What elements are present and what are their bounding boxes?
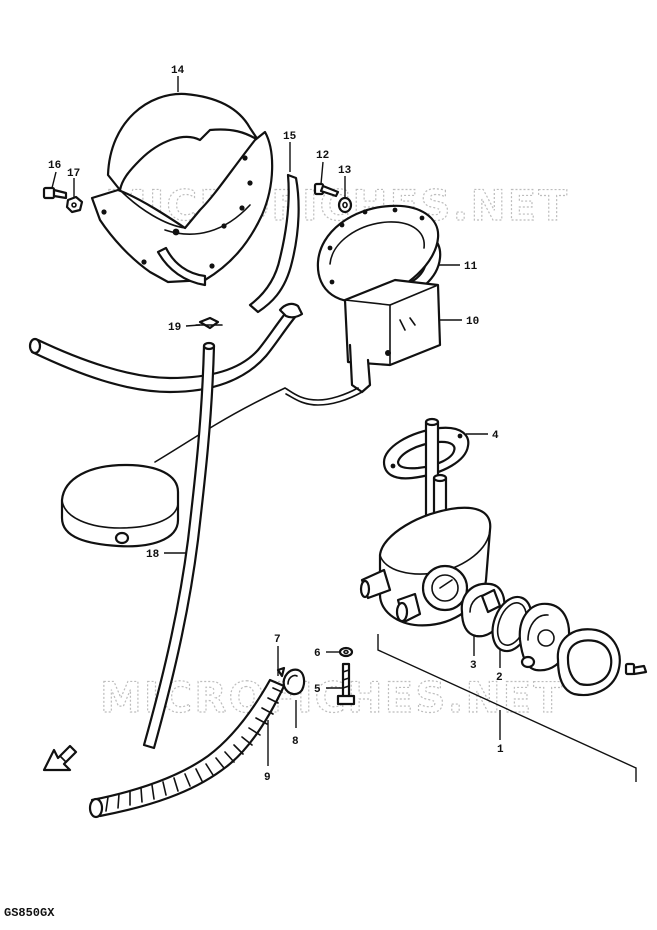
callout-17: 17	[67, 168, 80, 180]
sender-float	[60, 463, 180, 548]
callout-1: 1	[497, 744, 504, 756]
bolt-part-16	[42, 186, 68, 200]
clamp-part-19	[195, 316, 223, 330]
gauge-wire	[154, 387, 363, 463]
callout-16: 16	[48, 160, 61, 172]
rubber-cushion	[156, 173, 300, 314]
hose-clip-part-8	[276, 666, 306, 696]
outer-gasket	[556, 628, 621, 697]
long-tube-part-18	[142, 341, 216, 750]
heat-shield-strap	[90, 92, 274, 284]
callout-numbers: 14 15 12 13 16 17 11 10 19 4 18 3 2 6 5 …	[48, 65, 504, 784]
fuel-cock-body	[359, 506, 492, 627]
corrugated-hose-part-9	[88, 678, 286, 819]
callout-2: 2	[496, 672, 503, 684]
washer-part-6	[338, 646, 354, 658]
callout-7: 7	[274, 634, 281, 646]
leader-lines	[51, 76, 501, 766]
callout-12: 12	[316, 150, 329, 162]
callout-6: 6	[314, 648, 321, 660]
cover-screw	[624, 662, 648, 676]
nut-part-17	[65, 195, 84, 214]
washer-part-13	[337, 196, 353, 214]
callout-8: 8	[292, 736, 299, 748]
callout-10: 10	[466, 316, 479, 328]
fuel-gauge-unit	[316, 204, 442, 394]
callout-4: 4	[492, 430, 499, 442]
screw-part-12	[313, 182, 340, 198]
watermark-bottom: MICROFICHES.NET	[100, 673, 564, 722]
callout-5: 5	[314, 684, 321, 696]
callout-3: 3	[470, 660, 477, 672]
callout-11: 11	[464, 261, 478, 273]
callout-15: 15	[283, 131, 297, 143]
callout-18: 18	[146, 549, 160, 561]
callout-9: 9	[264, 772, 271, 784]
screw-part-5	[336, 662, 356, 706]
callout-19: 19	[168, 322, 181, 334]
callout-13: 13	[338, 165, 352, 177]
vent-hose	[28, 302, 304, 394]
model-label: GS850GX	[4, 906, 55, 920]
callout-14: 14	[171, 65, 185, 77]
assembly-bracket-part-1	[377, 634, 637, 782]
front-direction-arrow-icon	[42, 744, 78, 772]
watermark-top: MICROFICHES.NET	[105, 181, 569, 230]
